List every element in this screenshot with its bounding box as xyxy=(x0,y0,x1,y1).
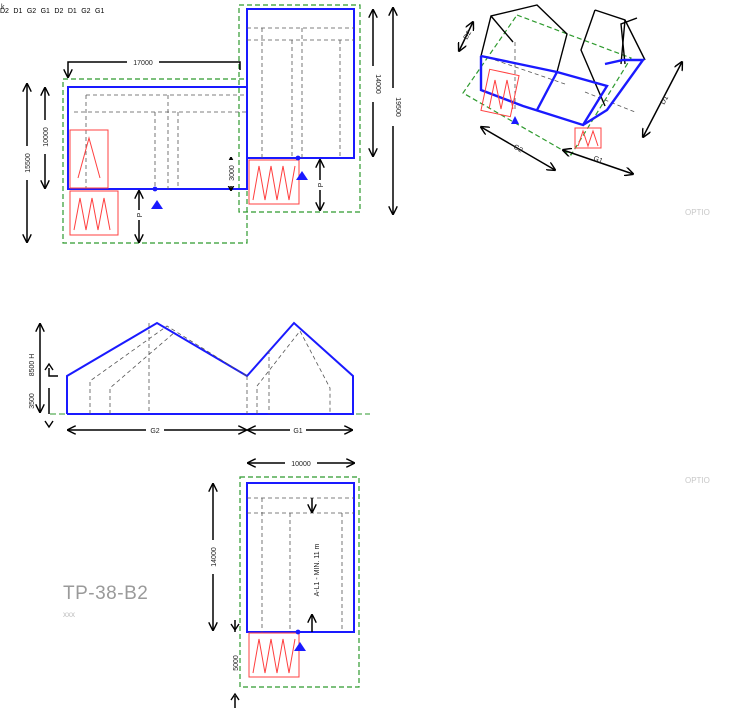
iso1-label-d1: D1 xyxy=(660,95,671,106)
isometric-view-1: D2 D1 G2 G1 xyxy=(459,4,682,174)
iso2-label-d1: D1 xyxy=(13,8,23,15)
plot-boundary-left xyxy=(62,78,248,244)
label-14000-right: 14000 xyxy=(374,74,381,94)
isometric-view-3: D2 D1 G2 G1 xyxy=(54,0,104,17)
label-g2: G2 xyxy=(150,428,159,435)
label-5000: 5000 xyxy=(233,655,240,671)
isometric-view-2: D2 D1 G2 G1 xyxy=(0,0,54,17)
iso3-label-d1: D1 xyxy=(67,8,77,15)
hidden-lines-top xyxy=(74,27,354,189)
parking-bottom xyxy=(248,632,300,678)
entry-point-right xyxy=(295,155,301,161)
parking-left xyxy=(69,129,119,236)
label-8500h: 8500 H xyxy=(29,354,36,377)
iso1-label-g2: G2 xyxy=(512,144,524,155)
label-10000-bottom: 10000 xyxy=(291,461,311,468)
entrance-marker-bottom xyxy=(294,642,306,651)
drawing-subtitle: xxx xyxy=(63,610,75,619)
iso3-label-g2: G2 xyxy=(81,8,91,15)
label-3500: 3500 xyxy=(29,393,36,409)
plot-boundary-bottom xyxy=(239,476,360,688)
iso2-label-g2: G2 xyxy=(26,8,37,15)
label-14000-bottom: 14000 xyxy=(211,547,218,567)
entrance-marker-right xyxy=(296,171,308,180)
label-10000-left: 10000 xyxy=(43,127,50,147)
label-p-right: P xyxy=(318,182,325,187)
wall-left-block xyxy=(67,86,248,190)
entry-point-left xyxy=(152,186,158,192)
iso1-label-g1: G1 xyxy=(592,155,603,165)
iso1-label-d2: D2 xyxy=(463,30,474,41)
option-label-2: OPTIO xyxy=(685,476,710,485)
label-min-distance: A-L1 - MIN. 11 m xyxy=(314,543,321,596)
hidden-lines-bottom xyxy=(247,497,354,632)
iso3-label-d2: D2 xyxy=(54,8,64,15)
plot-boundary-right xyxy=(238,4,361,213)
section-outline xyxy=(66,321,354,415)
section-view: 8500 H 3500 G2 G1 xyxy=(20,321,370,435)
label-g1: G1 xyxy=(293,428,302,435)
entrance-marker-left xyxy=(151,200,163,209)
floor-plan-bottom: 10000 14000 5000 A-L1 - MIN. 11 m xyxy=(208,459,360,708)
label-17000: 17000 xyxy=(133,60,153,67)
label-15500: 15500 xyxy=(25,153,32,173)
floor-plan-top: 17000 19500 14000 15500 10000 3000 P P xyxy=(22,4,401,244)
iso2-label-d2: D2 xyxy=(0,8,9,15)
label-3000: 3000 xyxy=(229,165,236,181)
iso3-label-g1: G1 xyxy=(95,8,105,15)
hidden-lines-section xyxy=(89,323,331,414)
label-p-left: P xyxy=(137,212,144,217)
entry-point-bottom xyxy=(295,629,301,635)
drawing-code: TP-38-B2 xyxy=(63,583,149,604)
option-label-1: OPTIO xyxy=(685,208,710,217)
wall-right-block xyxy=(246,8,355,159)
dim-3500 xyxy=(48,368,58,377)
label-19500: 19500 xyxy=(394,97,401,117)
wall-bottom-block xyxy=(246,482,355,633)
iso2-label-g1: G1 xyxy=(40,8,50,15)
parking-right xyxy=(248,159,300,205)
corner-mark: k xyxy=(1,4,5,11)
